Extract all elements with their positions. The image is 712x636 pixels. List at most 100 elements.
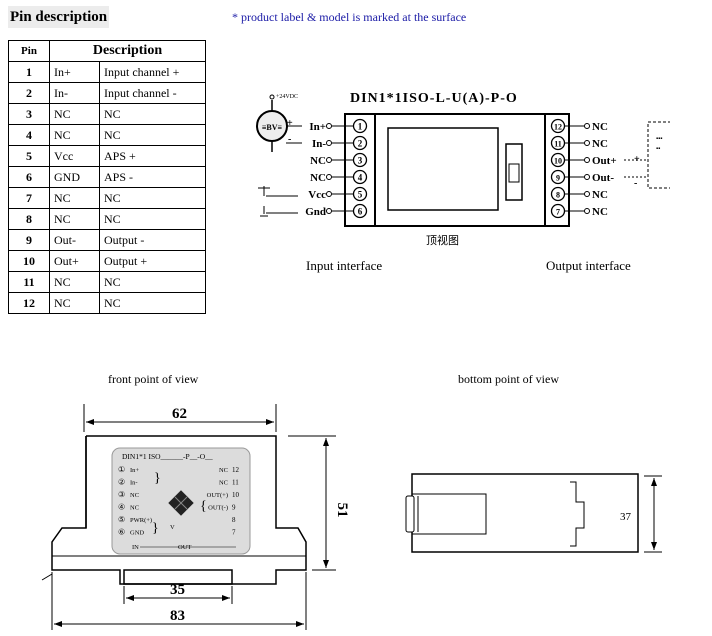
label-title: DIN1*1 ISO______-P__-O__ (122, 452, 213, 461)
right-terminal (550, 169, 566, 185)
right-terminal-label: Out- (592, 172, 614, 184)
label-right-number: 10 (232, 491, 240, 499)
right-terminal-label: NC (592, 206, 608, 218)
right-terminal-number: 12 (554, 123, 562, 132)
pin-description-cell: NC (99, 208, 206, 230)
pin-number-cell: 12 (8, 292, 50, 314)
left-terminal (352, 152, 368, 168)
right-terminal-label: NC (592, 138, 608, 150)
pin-name-cell: Out+ (49, 250, 100, 272)
dim-top: 62 (172, 406, 187, 422)
dim-side: 51 (334, 503, 350, 518)
pin-number-cell: 2 (8, 82, 50, 104)
pin-description-cell: APS - (99, 166, 206, 188)
right-terminal (550, 135, 566, 151)
housing-outline (51, 435, 307, 585)
label-left-number-icon: ⑥ (118, 528, 125, 537)
left-terminal-label: Gnd (305, 206, 326, 218)
left-terminal-connector (326, 191, 332, 197)
description-column-header: Description (49, 40, 206, 62)
label-left-pin: PWR(+) (130, 517, 152, 524)
pin-name-cell: Out- (49, 229, 100, 251)
pin-number-cell: 8 (8, 208, 50, 230)
adjust-knob-housing (505, 143, 523, 201)
din-rail-clip (123, 569, 233, 585)
left-terminal-label: NC (310, 172, 326, 184)
right-terminal-label: NC (592, 121, 608, 133)
label-left-number-icon: ③ (118, 490, 125, 499)
pin-description-cell: NC (99, 124, 206, 146)
latch-tab (405, 495, 415, 533)
label-right-pin: OUT(-) (208, 505, 228, 512)
label-right-number: 8 (232, 516, 236, 524)
right-terminal-connector (584, 208, 590, 214)
signal-source-text: ≡BV≡ (262, 123, 283, 132)
pin-number-cell: 4 (8, 124, 50, 146)
pin-name-cell: NC (49, 292, 100, 314)
dim-bottom: 83 (170, 608, 185, 624)
pin-number-cell: 10 (8, 250, 50, 272)
pin-number-cell: 11 (8, 271, 50, 293)
pin-name-cell: NC (49, 103, 100, 125)
left-terminal (352, 203, 368, 219)
pin-column-header: Pin (8, 40, 50, 62)
pin-name-cell: GND (49, 166, 100, 188)
svg-text:-: - (288, 134, 291, 145)
left-terminal-number: 1 (358, 122, 363, 132)
label-left-pin: NC (130, 492, 139, 499)
pin-description-cell: APS + (99, 145, 206, 167)
left-terminal-number: 5 (358, 190, 363, 200)
right-terminal-label: Out+ (592, 155, 617, 167)
label-in: IN (132, 544, 139, 551)
front-view-caption: front point of view (108, 372, 199, 386)
svg-text:-: - (634, 178, 637, 189)
wiring-diagram: DIN1*1ISO-L-U(A)-P-O ≡BV≡ +24VDC + - 1In… (256, 91, 670, 247)
pin-description-cell: Input channel - (99, 82, 206, 104)
svg-text:{: { (200, 499, 207, 514)
display-window (387, 127, 499, 211)
label-right-number: 9 (232, 504, 236, 512)
pin-description-cell: NC (99, 187, 206, 209)
left-terminal-label: In+ (309, 121, 326, 133)
right-terminal (550, 186, 566, 202)
left-terminal-connector (326, 123, 332, 129)
pin-name-cell: NC (49, 124, 100, 146)
label-right-number: 12 (232, 466, 240, 474)
pin-description-cell: NC (99, 103, 206, 125)
input-interface-caption: Input interface (306, 258, 383, 273)
right-terminal-connector (584, 157, 590, 163)
label-left-pin: In+ (130, 467, 139, 474)
label-out: OUT (178, 544, 191, 551)
left-terminal-label: Vcc (308, 189, 326, 201)
left-terminal-connector (326, 174, 332, 180)
right-terminal (550, 118, 566, 134)
top-view-caption: 顶视图 (426, 233, 459, 247)
right-terminal-label: NC (592, 189, 608, 201)
label-left-number-icon: ⑤ (118, 515, 125, 524)
pin-name-cell: In+ (49, 61, 100, 83)
table-header-row: Pin Description (8, 40, 206, 62)
left-terminal (352, 135, 368, 151)
pin-number-cell: 7 (8, 187, 50, 209)
pin-number-cell: 3 (8, 103, 50, 125)
load-label: ▪▪▪ (656, 136, 662, 142)
model-title: DIN1*1ISO-L-U(A)-P-O (350, 91, 518, 106)
output-interface-caption: Output interface (546, 258, 631, 273)
svg-text:+: + (287, 118, 293, 129)
pin-name-cell: Vcc (49, 145, 100, 167)
label-left-pin: NC (130, 505, 139, 512)
pin-number-cell: 5 (8, 145, 50, 167)
